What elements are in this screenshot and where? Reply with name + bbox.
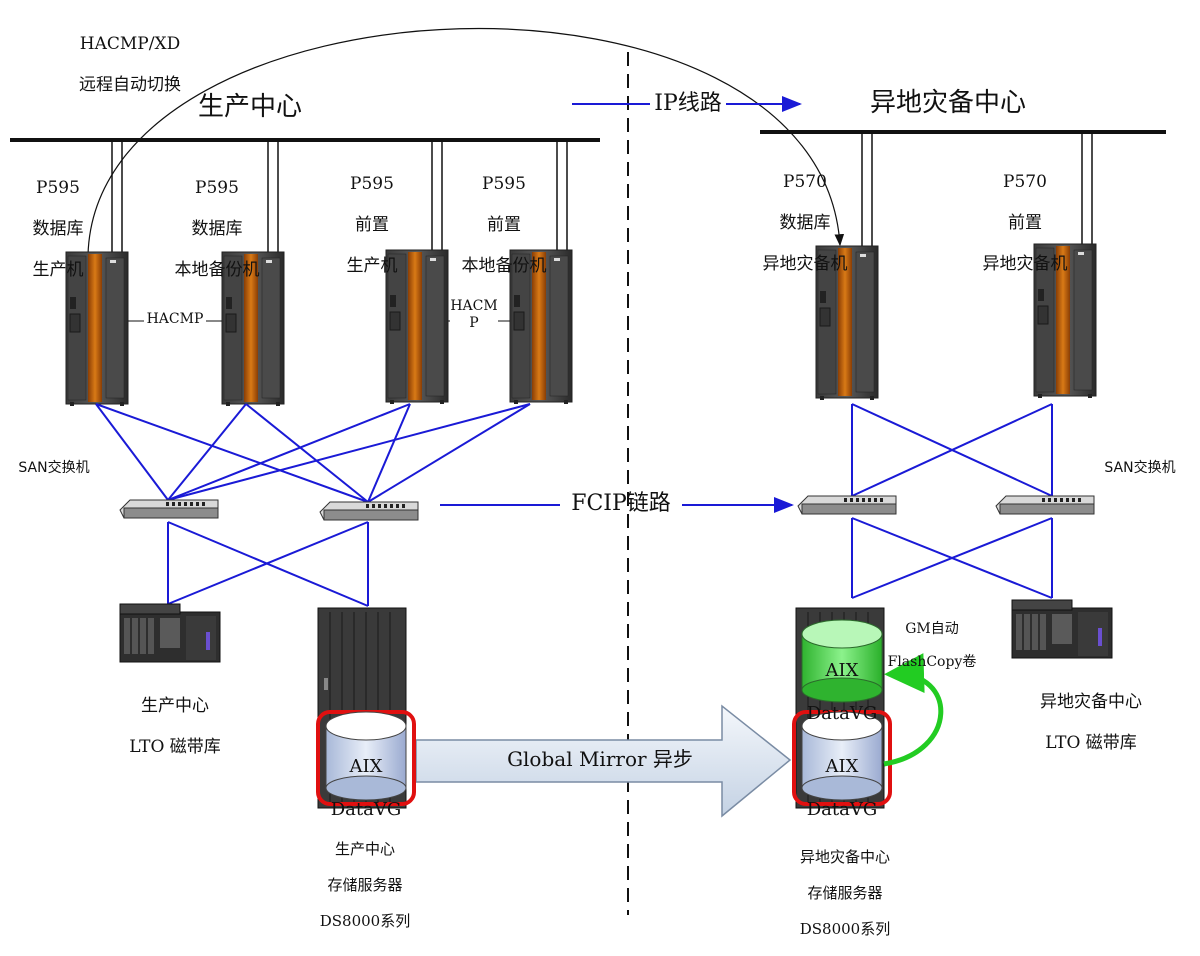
- volume-flash-label: AIX DataVG: [798, 638, 886, 746]
- volume-flash-line1: AIX: [825, 659, 859, 681]
- server-label-2: P595 数据库 本地备份机: [160, 158, 274, 301]
- global-mirror-label: Global Mirror 异步: [507, 747, 693, 771]
- server-6-model: P570: [1003, 172, 1047, 193]
- gm-flashcopy-label: GM自动 FlashCopy卷: [880, 604, 984, 688]
- tape-right-label: 异地灾备中心 LTO 磁带库: [1016, 672, 1166, 774]
- dr-center-title: 异地灾备中心: [869, 88, 1026, 118]
- san-links-left: [95, 403, 531, 607]
- tape-left-label: 生产中心 LTO 磁带库: [110, 676, 240, 778]
- gm-flashcopy-line2: FlashCopy卷: [887, 654, 977, 671]
- server-1-model: P595: [36, 178, 80, 199]
- server-5-role: 数据库: [779, 213, 831, 234]
- hacmp-label-1: HACMP: [144, 311, 206, 328]
- server-label-1: P595 数据库 生产机: [16, 158, 100, 301]
- server-4-role: 前置: [487, 215, 521, 236]
- fcip-link-label: FCIP链路: [571, 491, 671, 516]
- tape-right-line2: LTO 磁带库: [1045, 733, 1137, 754]
- server-3-sub: 生产机: [346, 255, 398, 276]
- tape-right-line1: 异地灾备中心: [1040, 692, 1142, 713]
- server-4-model: P595: [482, 174, 526, 195]
- san-links-right: [851, 403, 1053, 599]
- volume-left-line1: AIX: [349, 755, 383, 777]
- tape-left-line2: LTO 磁带库: [129, 737, 221, 758]
- hacmp-xd-label-line2: 远程自动切换: [79, 75, 181, 96]
- server-2-sub: 本地备份机: [174, 259, 260, 280]
- volume-right-line2: DataVG: [806, 798, 878, 820]
- volume-right-line1: AIX: [825, 755, 859, 777]
- tape-library-right: [1011, 599, 1113, 659]
- disk-flashcopy: [801, 619, 883, 703]
- server-1-sub: 生产机: [32, 259, 84, 280]
- storage-left-line2: 存储服务器: [327, 876, 403, 894]
- tape-library-left: [119, 603, 221, 663]
- san-switch-left-label: SAN交换机: [18, 460, 90, 476]
- volume-left-label: AIX DataVG: [322, 734, 410, 842]
- server-label-6: P570 前置 异地灾备机: [968, 152, 1082, 295]
- storage-right-label: 异地灾备中心 存储服务器 DS8000系列: [780, 830, 910, 956]
- ip-link-label: IP线路: [650, 91, 726, 118]
- server-3-model: P595: [350, 174, 394, 195]
- volume-left-line2: DataVG: [330, 798, 402, 820]
- global-mirror-arrow: [415, 704, 792, 818]
- server-2-model: P595: [195, 178, 239, 199]
- san-switch-right-label: SAN交换机: [1104, 460, 1176, 476]
- hacmp-xd-label-line1: HACMP/XD: [79, 34, 181, 55]
- hacmp-xd-label: HACMP/XD 远程自动切换: [60, 14, 200, 116]
- server-6-sub: 异地灾备机: [982, 253, 1068, 274]
- server-6-role: 前置: [1008, 213, 1042, 234]
- san-switch-left-1: [119, 499, 219, 519]
- disk-left: [316, 710, 416, 806]
- san-switch-right-1: [797, 495, 897, 515]
- architecture-diagram: [10, 27, 1166, 915]
- san-switch-right-2: [995, 495, 1095, 515]
- storage-left-line1: 生产中心: [334, 840, 395, 858]
- drop-cables: [111, 132, 1093, 255]
- storage-right-line2: 存储服务器: [807, 884, 883, 902]
- storage-left-label: 生产中心 存储服务器 DS8000系列: [300, 822, 430, 948]
- production-center-title: 生产中心: [197, 92, 302, 122]
- tape-left-line1: 生产中心: [141, 696, 209, 717]
- server-1-role: 数据库: [32, 219, 84, 240]
- server-4-sub: 本地备份机: [461, 255, 547, 276]
- server-5-sub: 异地灾备机: [762, 253, 848, 274]
- san-switch-left-2: [319, 501, 419, 521]
- server-label-4: P595 前置 本地备份机: [446, 154, 562, 297]
- volume-flash-line2: DataVG: [806, 702, 878, 724]
- server-2-role: 数据库: [191, 219, 243, 240]
- hacmp-label-2: HACM P: [450, 298, 498, 332]
- volume-right-label: AIX DataVG: [798, 734, 886, 842]
- server-label-5: P570 数据库 异地灾备机: [748, 152, 862, 295]
- storage-right-line3: DS8000系列: [799, 920, 891, 938]
- server-3-role: 前置: [355, 215, 389, 236]
- server-label-3: P595 前置 生产机: [330, 154, 414, 297]
- storage-right-line1: 异地灾备中心: [799, 848, 890, 866]
- flashcopy-arrow: [883, 653, 944, 767]
- disk-right: [792, 710, 892, 806]
- server-5-model: P570: [783, 172, 827, 193]
- storage-left-line3: DS8000系列: [319, 912, 411, 930]
- gm-flashcopy-line1: GM自动: [905, 620, 959, 637]
